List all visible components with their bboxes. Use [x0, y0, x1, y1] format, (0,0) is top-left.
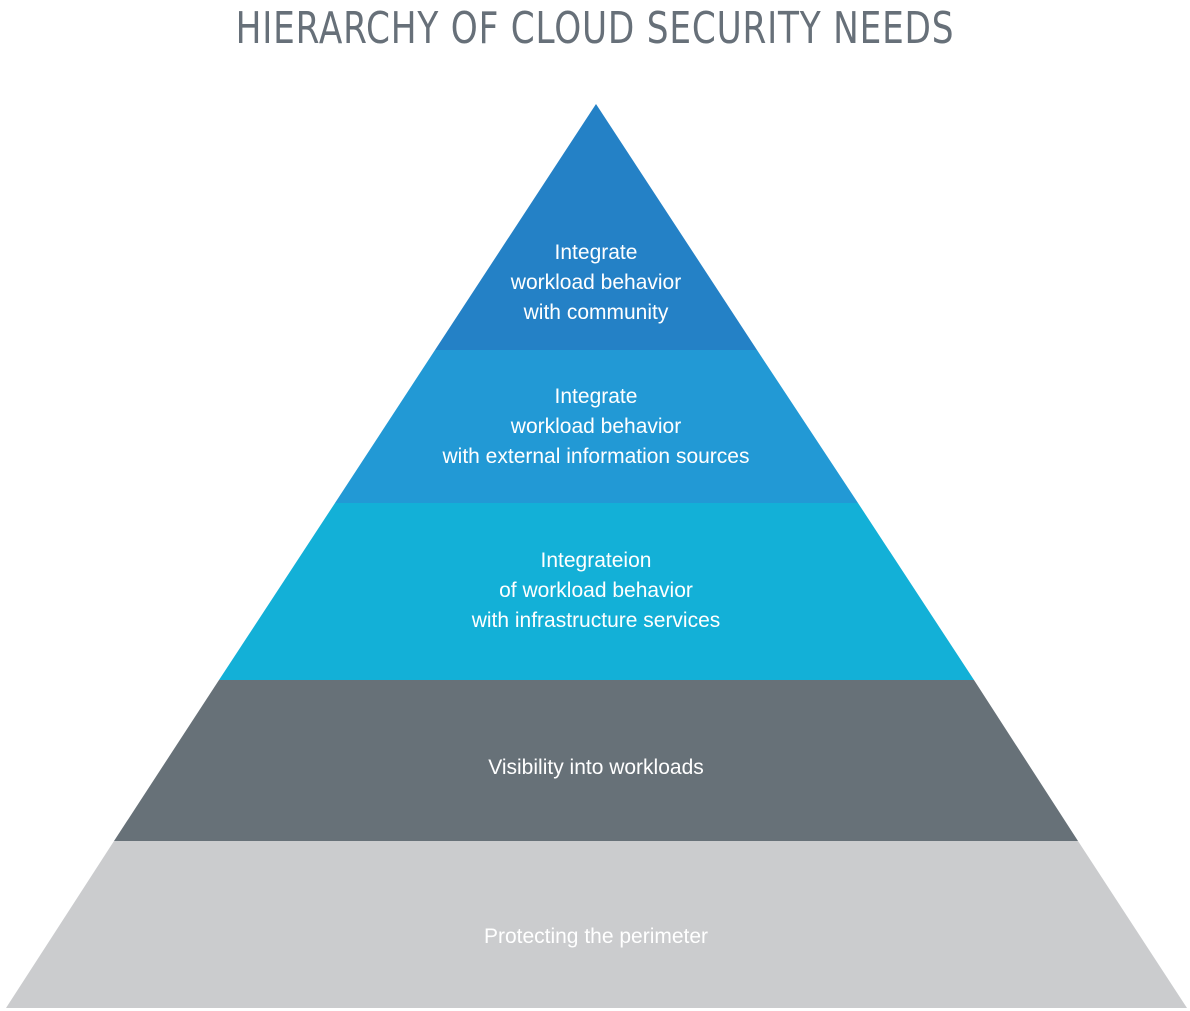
- tier-label-line: with infrastructure services: [471, 609, 721, 632]
- tier-shape: [219, 503, 974, 680]
- tier-label-line: of workload behavior: [499, 579, 693, 602]
- tier-label-line: Integrate: [555, 241, 638, 264]
- diagram-title: HIERARCHY OF CLOUD SECURITY NEEDS: [235, 3, 955, 54]
- tier-shape: [335, 350, 858, 503]
- tier-label-line: Protecting the perimeter: [484, 925, 708, 948]
- tier-shape: [6, 841, 1187, 1008]
- tier-shape: [435, 104, 757, 350]
- tier-label-line: with community: [523, 301, 669, 324]
- pyramid-tier-external-sources: Integrate workload behavior with externa…: [335, 350, 858, 503]
- pyramid-tier-infrastructure-services: Integrateion of workload behavior with i…: [219, 503, 974, 680]
- tier-label-line: with external information sources: [442, 445, 750, 468]
- tier-label-line: workload behavior: [510, 415, 681, 438]
- tier-label-line: Visibility into workloads: [488, 756, 704, 779]
- pyramid-tier-community: Integrate workload behavior with communi…: [435, 104, 757, 350]
- tier-shape: [114, 680, 1078, 841]
- tier-label-line: Integrate: [555, 385, 638, 408]
- pyramid-tier-perimeter: Protecting the perimeter: [6, 841, 1187, 1008]
- tier-label-line: workload behavior: [510, 271, 681, 294]
- pyramid-tier-visibility: Visibility into workloads: [114, 680, 1078, 841]
- tier-label-line: Integrateion: [541, 549, 652, 572]
